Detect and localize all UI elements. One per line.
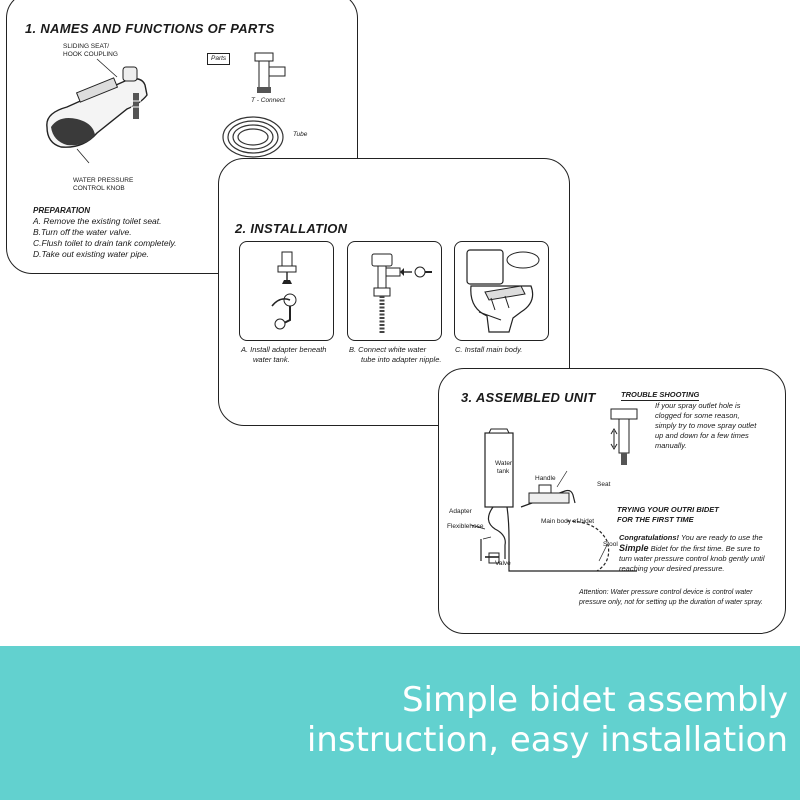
parts-card: 1. NAMES AND FUNCTIONS OF PARTS SLIDING … — [6, 0, 358, 274]
caption-a-1: A. Install adapter beneath — [241, 345, 327, 354]
step-c-illustration — [454, 241, 549, 341]
caption-banner: Simple bidet assembly instruction, easy … — [0, 646, 800, 800]
toilet-install-icon — [466, 249, 540, 333]
step-b-illustration — [347, 241, 442, 341]
banner-line-1: Simple bidet assembly — [401, 680, 788, 720]
adapter-label: Adapter — [449, 508, 472, 515]
bidet-body-illustration — [46, 58, 148, 164]
handle-label: Handle — [535, 475, 556, 482]
congrats-text-1: You are ready to use the — [679, 533, 763, 542]
parts-title: 1. NAMES AND FUNCTIONS OF PARTS — [25, 21, 275, 36]
hook-coupling-label: HOOK COUPLING — [63, 51, 118, 58]
first-time-title-2: FOR THE FIRST TIME — [617, 515, 694, 524]
assembled-unit-diagram — [470, 428, 637, 572]
caption-c: C. Install main body. — [455, 345, 523, 354]
caption-a-2: water tank. — [253, 355, 290, 364]
banner-caption: Simple bidet assembly instruction, easy … — [307, 680, 788, 760]
trouble-text: If your spray outlet hole is clogged for… — [655, 401, 757, 450]
trouble-title: TROUBLE SHOOTING — [621, 390, 700, 401]
water-tank-label-2: tank — [497, 468, 510, 475]
caption-b-1: B. Connect white water — [349, 345, 427, 354]
prep-step-d: D.Take out existing water pipe. — [33, 249, 149, 259]
brand-name: Simple — [619, 543, 649, 553]
caption-b-2: tube into adapter nipple. — [361, 355, 442, 364]
banner-line-2: instruction, easy installation — [306, 720, 788, 760]
water-tank-label-1: Water — [495, 460, 513, 467]
knob-label-1: WATER PRESSURE — [73, 177, 134, 184]
first-time-title-1: TRYING YOUR OUTRI BIDET — [617, 505, 719, 514]
assembled-title: 3. ASSEMBLED UNIT — [461, 390, 596, 405]
tube-coil-icon — [222, 116, 284, 158]
congrats-text-2: Bidet for the first time. Be sure to tur… — [619, 544, 765, 573]
parts-tag: Parts — [207, 53, 231, 65]
spray-outlet-icon — [610, 408, 638, 465]
installation-title: 2. INSTALLATION — [235, 221, 348, 236]
knob-label-2: CONTROL KNOB — [73, 185, 125, 192]
adapter-icon — [271, 251, 297, 330]
t-connect-icon — [254, 52, 286, 93]
sliding-seat-label: SLIDING SEAT/ — [63, 43, 110, 50]
stool-label: Stool — [603, 541, 618, 548]
preparation-title: PREPARATION — [33, 206, 91, 215]
prep-step-c: C.Flush toilet to drain tank completely. — [33, 238, 177, 248]
seat-label: Seat — [597, 481, 611, 488]
attention-note: Attention: Water pressure control device… — [579, 589, 763, 606]
assembled-card: 3. ASSEMBLED UNIT Water tank Handle Seat… — [438, 368, 786, 634]
congrats-heading: Congratulations! — [619, 533, 679, 542]
tube-label: Tube — [293, 131, 308, 138]
congrats-paragraph: Congratulations! You are ready to use th… — [619, 533, 771, 574]
valve-label: Valve — [495, 560, 511, 567]
hose-connect-icon — [371, 253, 432, 334]
flexiblehose-label: Flexiblehose — [447, 523, 484, 530]
step-a-illustration — [239, 241, 334, 341]
t-connect-label: T - Connect — [251, 97, 285, 104]
prep-step-b: B.Turn off the water valve. — [33, 227, 132, 237]
prep-step-a: A. Remove the existing toilet seat. — [33, 216, 162, 226]
main-body-label: Main body of bidet — [541, 518, 595, 525]
